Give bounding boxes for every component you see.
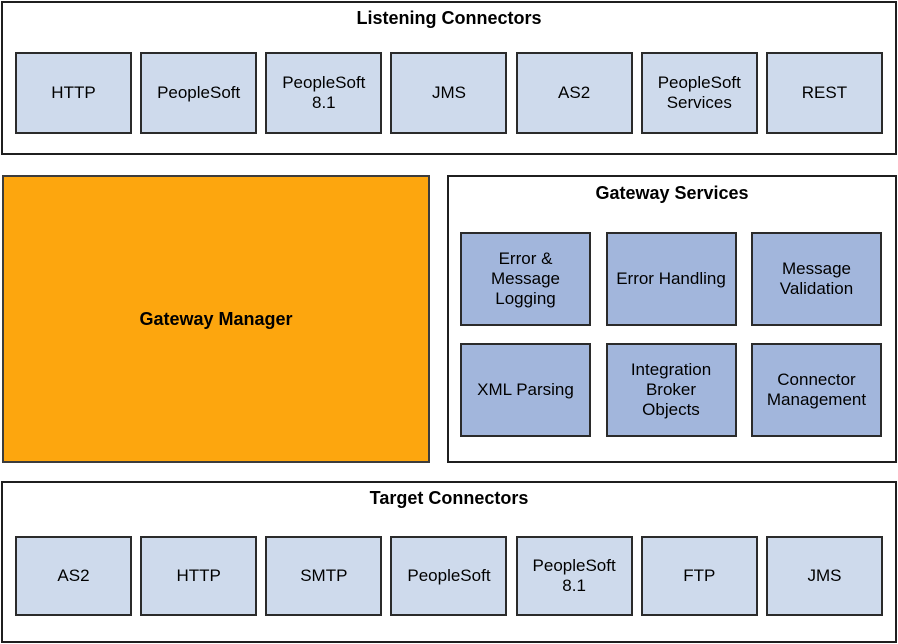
service-error-handling: Error Handling <box>605 232 737 326</box>
listening-connectors-title: Listening Connectors <box>356 8 542 28</box>
listening-connectors-section: Listening Connectors HTTP PeopleSoft Peo… <box>1 1 897 155</box>
service-connector-management: Connector Management <box>751 343 882 437</box>
target-connectors-section: Target Connectors AS2 HTTP SMTP PeopleSo… <box>1 481 897 643</box>
listening-connector-rest: REST <box>765 52 883 134</box>
listening-connector-as2: AS2 <box>515 52 633 134</box>
gateway-manager-box: Gateway Manager <box>2 175 430 463</box>
listening-connectors-row: HTTP PeopleSoft PeopleSoft 8.1 JMS AS2 P… <box>15 52 883 134</box>
gateway-services-row-2: XML Parsing Integration Broker Objects C… <box>460 343 882 437</box>
listening-connector-http: HTTP <box>15 52 132 134</box>
target-connector-peoplesoft: PeopleSoft <box>390 536 508 616</box>
listening-connector-peoplesoft: PeopleSoft <box>140 52 258 134</box>
service-error-message-logging: Error & Message Logging <box>460 232 591 326</box>
target-connectors-row: AS2 HTTP SMTP PeopleSoft PeopleSoft 8.1 … <box>15 536 883 616</box>
listening-connector-jms: JMS <box>390 52 508 134</box>
target-connector-http: HTTP <box>140 536 258 616</box>
gateway-services-section: Gateway Services Error & Message Logging… <box>447 175 897 463</box>
target-connector-smtp: SMTP <box>265 536 383 616</box>
gateway-services-title: Gateway Services <box>595 183 749 203</box>
listening-connector-peoplesoft-81: PeopleSoft 8.1 <box>265 52 383 134</box>
listening-connector-peoplesoft-services: PeopleSoft Services <box>640 52 758 134</box>
service-xml-parsing: XML Parsing <box>460 343 591 437</box>
target-connector-ftp: FTP <box>640 536 758 616</box>
gateway-services-row-1: Error & Message Logging Error Handling M… <box>460 232 882 326</box>
service-message-validation: Message Validation <box>751 232 882 326</box>
target-connector-jms: JMS <box>765 536 883 616</box>
target-connector-as2: AS2 <box>15 536 132 616</box>
service-integration-broker-objects: Integration Broker Objects <box>605 343 737 437</box>
target-connectors-title: Target Connectors <box>369 488 529 508</box>
target-connector-peoplesoft-81: PeopleSoft 8.1 <box>515 536 633 616</box>
